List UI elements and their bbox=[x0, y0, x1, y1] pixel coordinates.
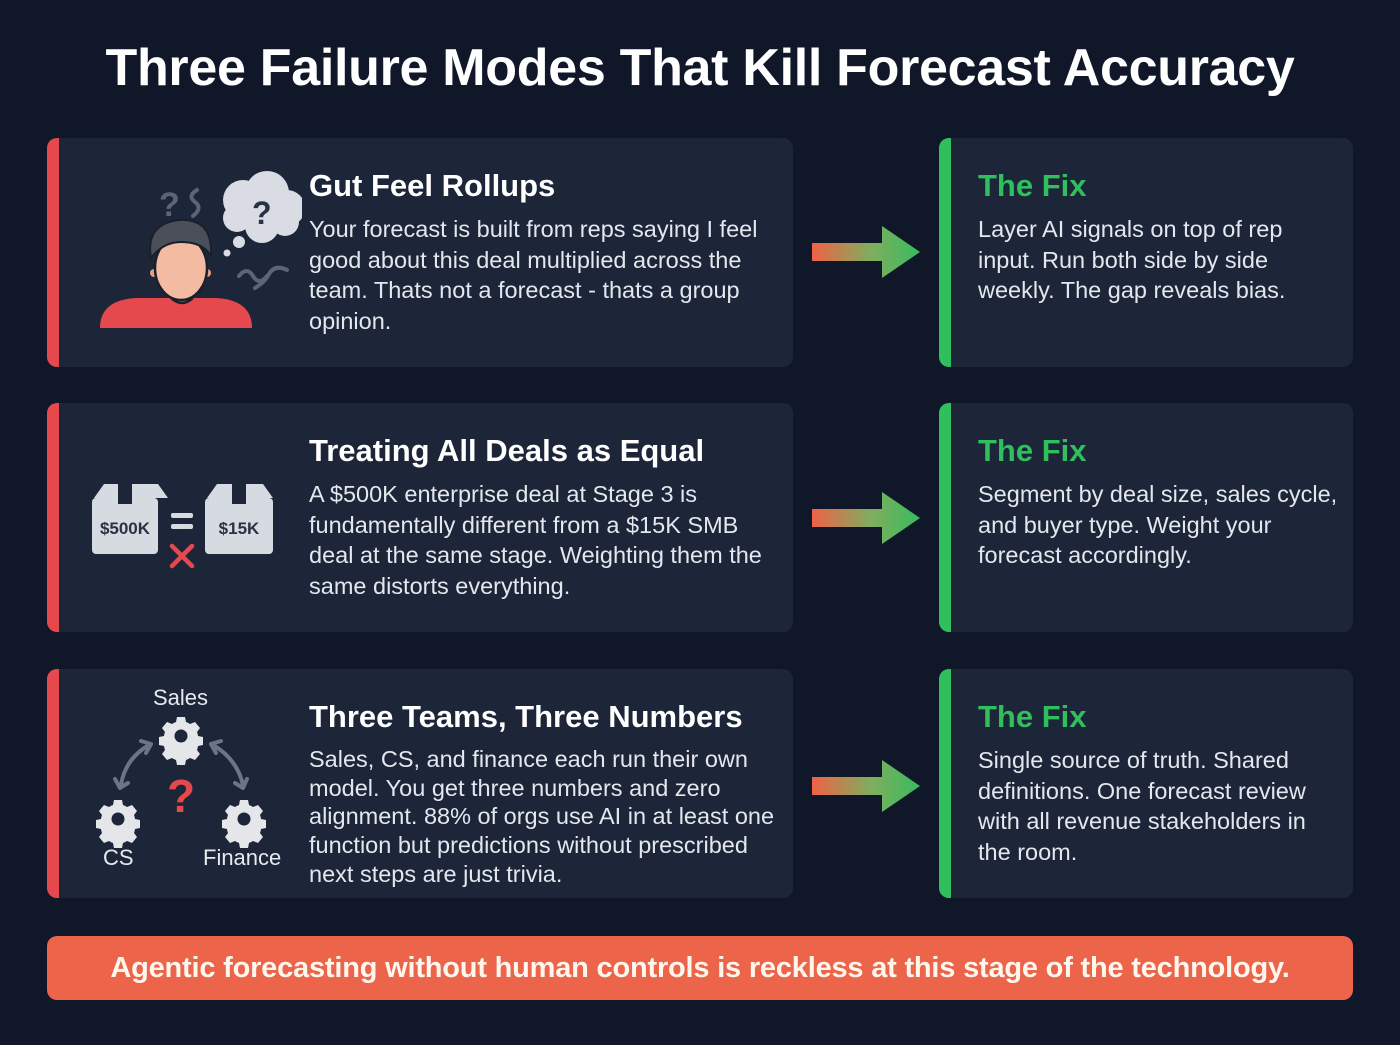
problem-accent-bar bbox=[47, 138, 59, 367]
problem-accent-bar bbox=[47, 669, 59, 898]
fix-card-three-teams: The Fix Single source of truth. Shared d… bbox=[939, 669, 1353, 898]
problem-description: Sales, CS, and finance each run their ow… bbox=[309, 746, 775, 887]
fix-accent-bar bbox=[939, 403, 951, 632]
fix-description: Single source of truth. Shared definitio… bbox=[978, 747, 1306, 865]
fix-accent-bar bbox=[939, 138, 951, 367]
confused-person-icon: ? ? bbox=[87, 138, 305, 367]
problem-card-gut-feel: ? ? Gut Feel Rollups Your forecast is bu… bbox=[47, 138, 793, 367]
fix-title: The Fix bbox=[978, 168, 1087, 203]
fix-card-deals-equal: The Fix Segment by deal size, sales cycl… bbox=[939, 403, 1353, 632]
fix-card-gut-feel: The Fix Layer AI signals on top of rep i… bbox=[939, 138, 1353, 367]
box-right-label: $15K bbox=[219, 519, 260, 538]
fix-title: The Fix bbox=[978, 699, 1087, 734]
problem-title: Three Teams, Three Numbers bbox=[309, 699, 743, 734]
problem-accent-bar bbox=[47, 403, 59, 632]
svg-text:?: ? bbox=[159, 186, 180, 224]
gear-icon-sales bbox=[159, 717, 203, 765]
arrow-right-icon bbox=[812, 226, 920, 278]
arrow-right-icon bbox=[812, 760, 920, 812]
svg-text:?: ? bbox=[252, 195, 272, 231]
problem-title: Gut Feel Rollups bbox=[309, 168, 556, 203]
unequal-deals-icon: $500K $15K bbox=[87, 403, 302, 632]
fix-description: Layer AI signals on top of rep input. Ru… bbox=[978, 216, 1286, 303]
gear-icon-cs bbox=[96, 800, 140, 848]
arrow-right-icon bbox=[812, 492, 920, 544]
page-title: Three Failure Modes That Kill Forecast A… bbox=[105, 39, 1295, 97]
fix-description: Segment by deal size, sales cycle, and b… bbox=[978, 481, 1338, 568]
problem-description: Your forecast is built from reps saying … bbox=[309, 216, 758, 334]
problem-card-three-teams: ? Sales CS Finance Three Teams, Three Nu… bbox=[47, 669, 793, 898]
box-left-label: $500K bbox=[100, 519, 151, 538]
svg-text:?: ? bbox=[167, 770, 195, 822]
team-label-cs: CS bbox=[103, 845, 134, 870]
team-label-sales: Sales bbox=[153, 685, 209, 710]
gear-icon-finance bbox=[222, 800, 266, 848]
fix-accent-bar bbox=[939, 669, 951, 898]
box-left-icon bbox=[92, 484, 168, 554]
problem-title: Treating All Deals as Equal bbox=[309, 433, 705, 468]
problem-description: A $500K enterprise deal at Stage 3 is fu… bbox=[309, 481, 762, 599]
team-label-finance: Finance bbox=[203, 845, 282, 870]
three-teams-gears-icon: ? Sales CS Finance bbox=[87, 669, 302, 898]
box-right-icon bbox=[205, 484, 273, 554]
problem-card-deals-equal: $500K $15K Treating All Deals as Equal A… bbox=[47, 403, 793, 632]
warning-banner: Agentic forecasting without human contro… bbox=[47, 936, 1353, 1000]
fix-title: The Fix bbox=[978, 433, 1087, 468]
